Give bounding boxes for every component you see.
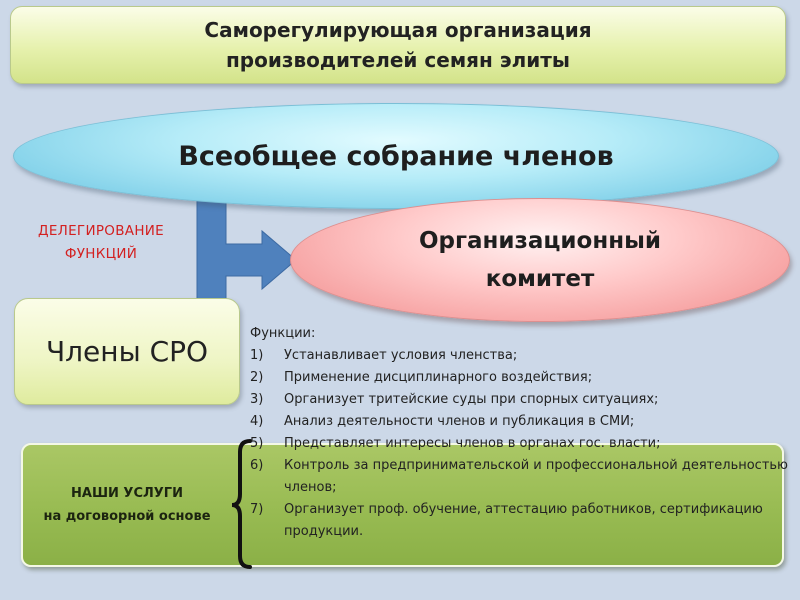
function-item: 3) Организует тритейские суды при спорных… bbox=[250, 389, 790, 411]
function-text: Применение дисциплинарного воздействия; bbox=[284, 370, 593, 385]
delegation-line-2: ФУНКЦИЙ bbox=[64, 246, 138, 262]
committee-line-2: комитет bbox=[485, 266, 595, 292]
functions-list: Функции: 1) Устанавливает условия членств… bbox=[250, 323, 790, 543]
title-box: Саморегулирующая организация производите… bbox=[10, 6, 786, 84]
services-line-1: НАШИ УСЛУГИ bbox=[71, 486, 183, 501]
bracket-shape bbox=[231, 439, 252, 569]
function-number: 5) bbox=[250, 436, 264, 451]
delegation-label: ДЕЛЕГИРОВАНИЕ ФУНКЦИЙ bbox=[20, 220, 182, 266]
function-text: Устанавливает условия членства; bbox=[284, 348, 518, 363]
function-item: 5) Представляет интересы членов в органах… bbox=[250, 433, 790, 455]
function-number: 1) bbox=[250, 348, 264, 363]
function-text: Представляет интересы членов в органах г… bbox=[284, 436, 661, 451]
function-number: 7) bbox=[250, 502, 264, 517]
services-line-2: на договорной основе bbox=[43, 509, 211, 524]
services-panel bbox=[21, 443, 784, 567]
function-item: 7) Организует проф. обучение, аттестацию … bbox=[250, 499, 790, 543]
functions-items: 1) Устанавливает условия членства; 2) Приме… bbox=[250, 345, 790, 543]
function-item: 1) Устанавливает условия членства; bbox=[250, 345, 790, 367]
functions-heading: Функции: bbox=[250, 326, 316, 341]
services-label: НАШИ УСЛУГИ на договорной основе bbox=[28, 482, 226, 528]
committee-line-1: Организационный bbox=[418, 228, 662, 254]
general-assembly-ellipse: Всеобщее собрание членов bbox=[13, 103, 779, 209]
function-text: Контроль за предпринимательской и профес… bbox=[284, 458, 789, 495]
function-number: 3) bbox=[250, 392, 264, 407]
sro-members-box: Члены СРО bbox=[14, 298, 240, 405]
function-text: Анализ деятельности членов и публикация … bbox=[284, 414, 635, 429]
title-line-2: производителей семян элиты bbox=[225, 48, 570, 72]
sro-members-label: Члены СРО bbox=[45, 335, 209, 368]
function-item: 2) Применение дисциплинарного воздействия… bbox=[250, 367, 790, 389]
function-item: 4) Анализ деятельности членов и публикаци… bbox=[250, 411, 790, 433]
function-text: Организует проф. обучение, аттестацию ра… bbox=[284, 502, 763, 539]
general-assembly-label: Всеобщее собрание членов bbox=[178, 140, 614, 172]
function-number: 4) bbox=[250, 414, 264, 429]
organizing-committee-ellipse: Организационный комитет bbox=[290, 198, 790, 322]
function-number: 2) bbox=[250, 370, 264, 385]
delegation-line-1: ДЕЛЕГИРОВАНИЕ bbox=[37, 223, 165, 239]
title-line-1: Саморегулирующая организация bbox=[204, 18, 592, 42]
function-text: Организует тритейские суды при спорных с… bbox=[284, 392, 659, 407]
function-number: 6) bbox=[250, 458, 264, 473]
function-item: 6) Контроль за предпринимательской и проф… bbox=[250, 455, 790, 499]
